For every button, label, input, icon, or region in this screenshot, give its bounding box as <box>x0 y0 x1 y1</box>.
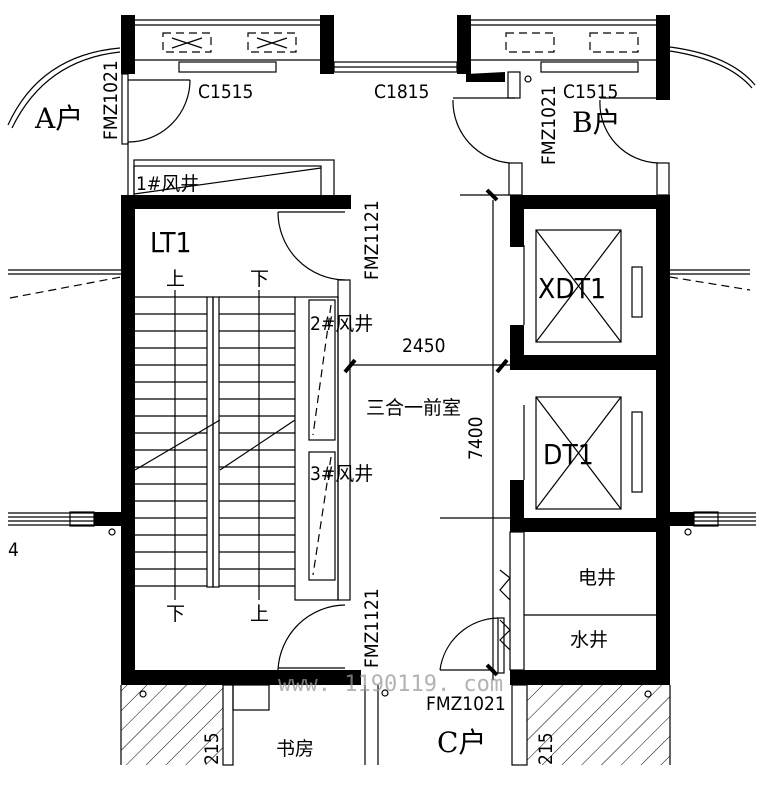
axis-label: 4 <box>8 539 19 561</box>
dim-width: 2450 <box>402 335 446 357</box>
stair-up-bottom: 上 <box>250 603 269 625</box>
stair-flights <box>134 290 339 601</box>
elevator-block <box>492 195 694 685</box>
stair-core-walls <box>94 195 361 685</box>
door-b <box>452 97 670 196</box>
water-shaft-label: 水井 <box>570 629 608 651</box>
lower-rooms <box>120 684 671 766</box>
stair-name: LT1 <box>150 226 192 259</box>
window-c1515-left-label: C1515 <box>198 81 253 103</box>
balcony-left <box>121 15 334 74</box>
window-c1815-label: C1815 <box>374 81 429 103</box>
wind-shaft-2 <box>308 299 336 441</box>
balcony-right <box>457 15 670 100</box>
wind-shaft-3 <box>308 451 336 581</box>
dim-depth: 7400 <box>465 417 487 461</box>
exterior-lines <box>8 269 756 536</box>
door-stair-top <box>277 211 351 601</box>
door-c-label: FMZ1021 <box>426 693 506 715</box>
wind-shaft-2-label: 2#风井 <box>310 313 373 335</box>
study-room-label: 书房 <box>276 738 314 760</box>
electric-shaft-label: 电井 <box>578 567 616 589</box>
stair-down-top: 下 <box>250 268 269 290</box>
dim-side-left: 215 <box>201 732 223 765</box>
door-stair-bottom <box>277 604 346 671</box>
stair-down-bottom: 下 <box>166 603 185 625</box>
door-stair-bottom-label: FMZ1121 <box>361 588 383 668</box>
curved-balcony-left <box>7 47 121 129</box>
wind-shaft-3-label: 3#风井 <box>310 463 373 485</box>
dim-side-right: 215 <box>535 732 557 765</box>
curved-balcony-right <box>669 46 756 89</box>
unit-b-label: B户 <box>572 106 621 139</box>
door-stair-top-label: FMZ1121 <box>361 200 383 280</box>
unit-a-label: A户 <box>34 102 83 135</box>
door-c <box>439 617 505 674</box>
stair-up-top: 上 <box>166 268 185 290</box>
elevator-fire-label: XDT1 <box>538 272 606 305</box>
unit-c-label: C户 <box>437 726 486 759</box>
watermark: www. 1190119. com <box>278 672 503 697</box>
elevator-normal-label: DT1 <box>543 438 594 471</box>
door-b-label: FMZ1021 <box>538 85 560 165</box>
window-c1515-right-label: C1515 <box>563 81 618 103</box>
lobby-label: 三合一前室 <box>366 397 461 419</box>
dimension-lines <box>343 188 510 677</box>
door-a-label: FMZ1021 <box>100 60 122 140</box>
door-a <box>121 73 191 195</box>
wind-shaft-1-label: 1#风井 <box>136 173 199 195</box>
